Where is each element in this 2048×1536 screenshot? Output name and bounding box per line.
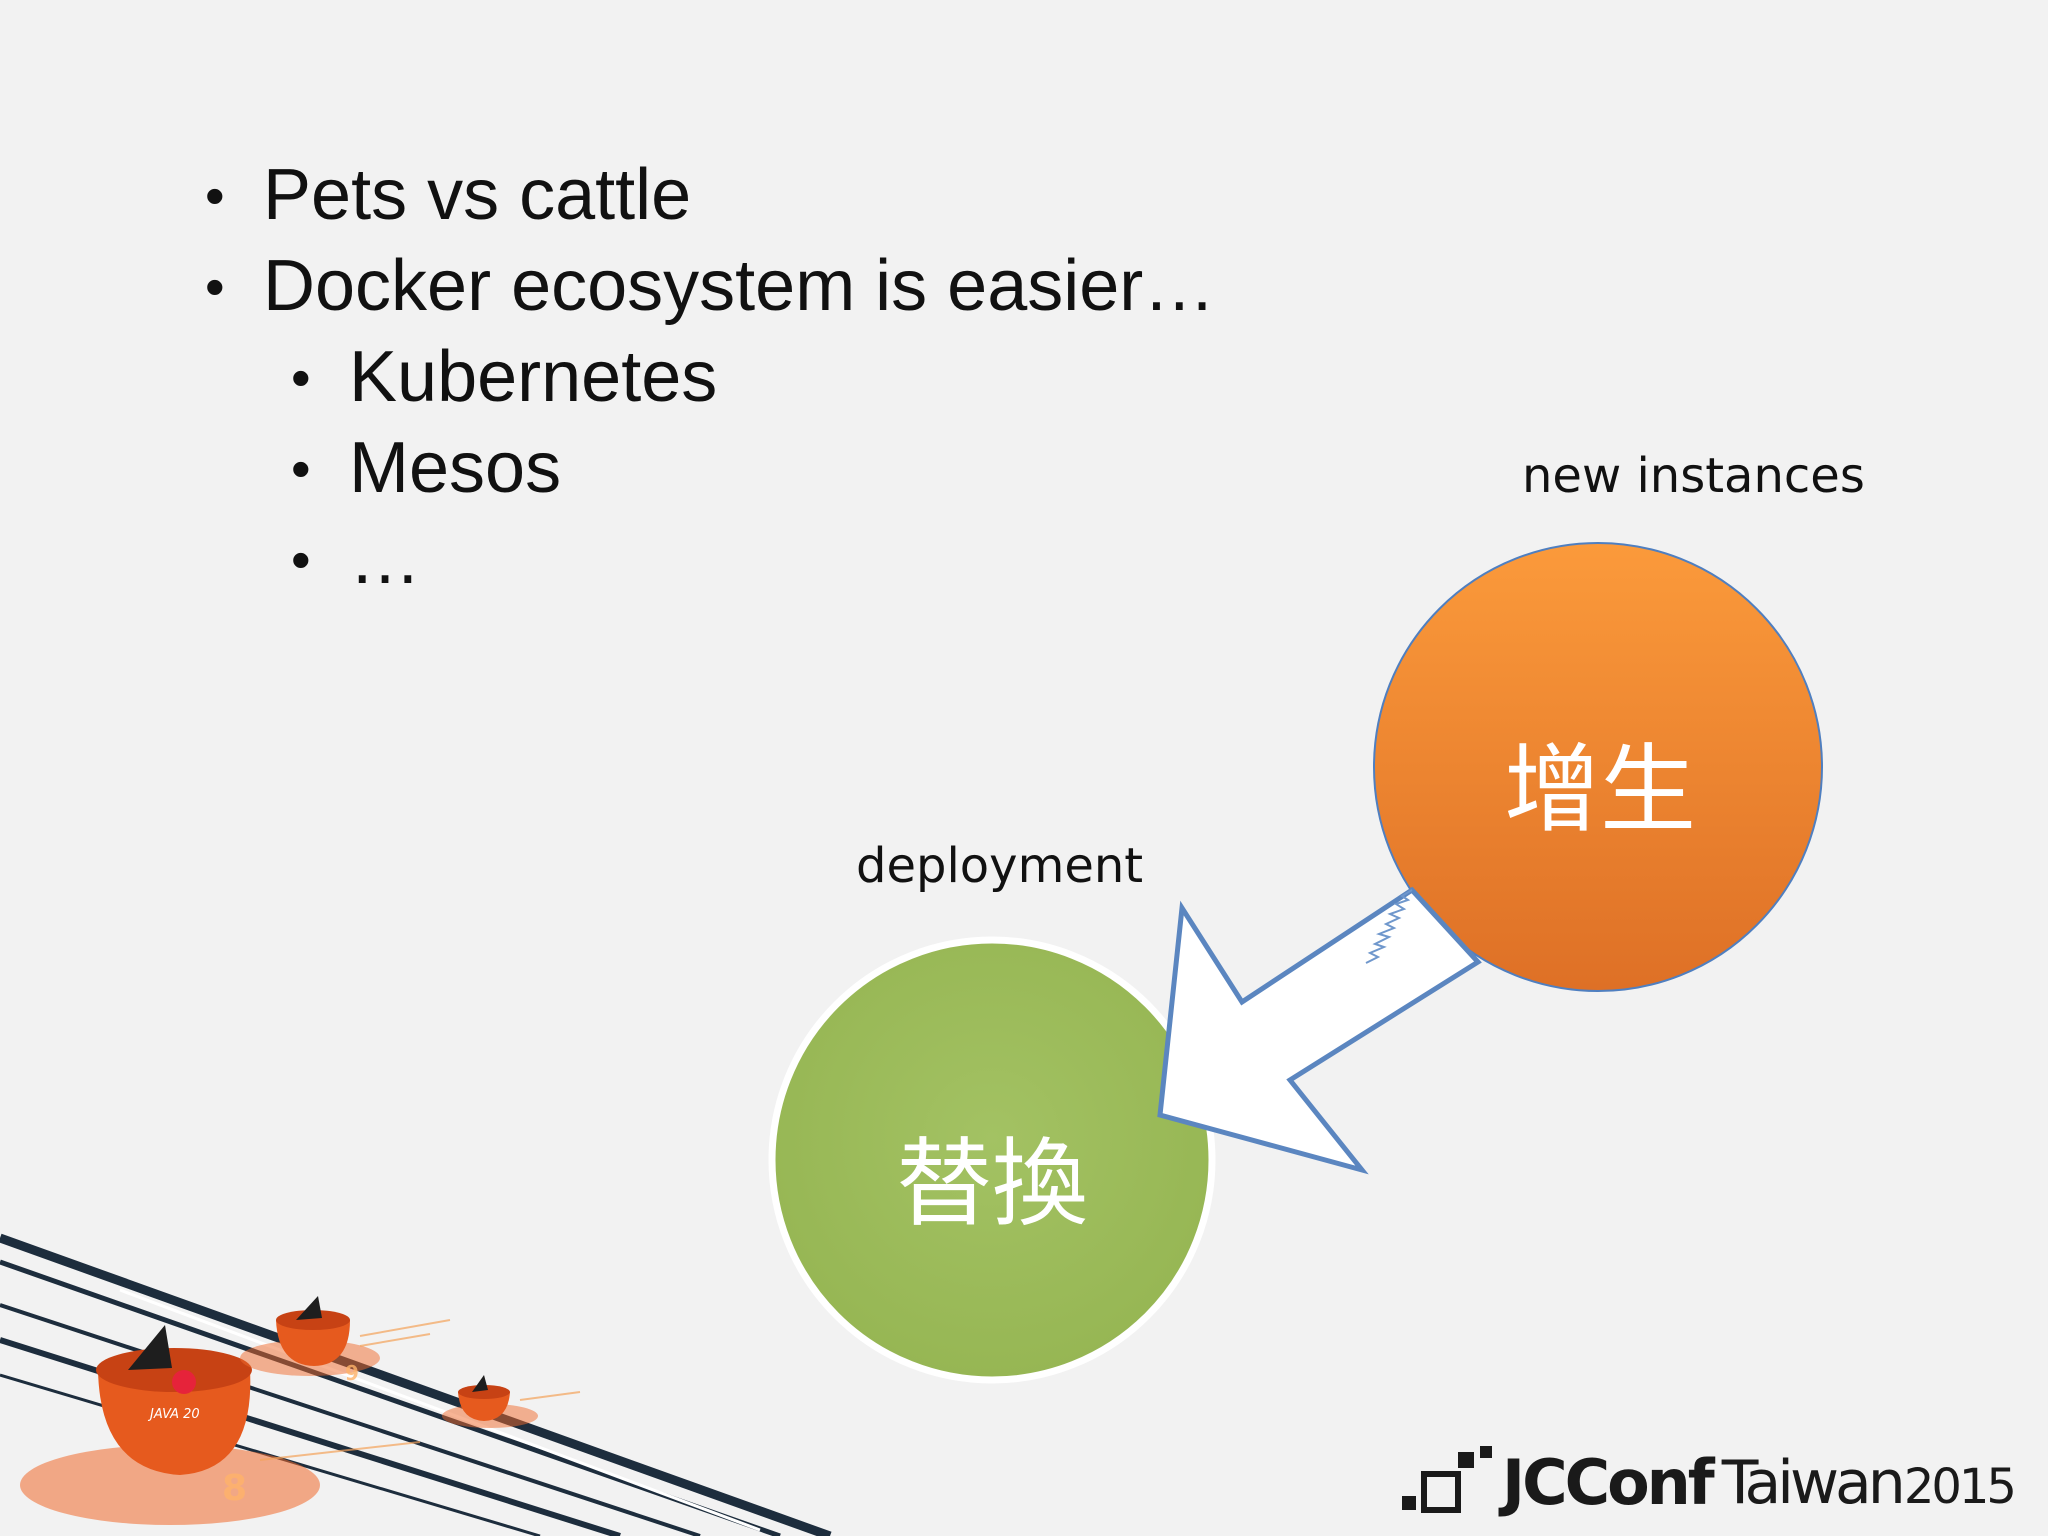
svg-text:8: 8 bbox=[222, 1468, 247, 1509]
sub-bullet-item: Mesos bbox=[291, 423, 1215, 514]
decor-cup-large: JAVA 20 8 bbox=[20, 1325, 320, 1525]
decor-cup-small bbox=[442, 1375, 538, 1428]
new-instances-label: new instances bbox=[1522, 448, 1865, 504]
svg-text:9: 9 bbox=[345, 1361, 359, 1385]
bullet-item: Pets vs cattle bbox=[205, 150, 1215, 241]
svg-text:JAVA 20: JAVA 20 bbox=[147, 1407, 200, 1422]
arrow-rough-edge bbox=[1365, 889, 1413, 964]
new-instance-circle bbox=[1373, 542, 1823, 992]
jcconf-logo: JCConf Taiwan 2015 bbox=[1400, 1438, 2017, 1519]
sub-bullet-item: Kubernetes bbox=[291, 332, 1215, 423]
replace-circle bbox=[768, 936, 1216, 1384]
decor-streaks bbox=[259, 1319, 581, 1461]
arrow-shape bbox=[1157, 886, 1482, 1175]
decor-cup-medium: 9 bbox=[240, 1296, 380, 1385]
deployment-label: deployment bbox=[856, 838, 1144, 894]
sub-bullet-item: … bbox=[291, 514, 1215, 605]
logo-brand-text: JCConf bbox=[1502, 1446, 1715, 1519]
logo-squares-icon bbox=[1402, 1446, 1492, 1513]
new-instance-circle-text: 增生 bbox=[1504, 734, 1696, 846]
logo-place-text: Taiwan bbox=[1721, 1448, 1906, 1518]
logo-year-text: 2015 bbox=[1903, 1459, 2017, 1515]
bullet-item: Docker ecosystem is easier… bbox=[205, 241, 1215, 332]
replace-circle-text: 替換 bbox=[896, 1128, 1088, 1240]
bullet-list: Pets vs cattle Docker ecosystem is easie… bbox=[205, 150, 1215, 605]
